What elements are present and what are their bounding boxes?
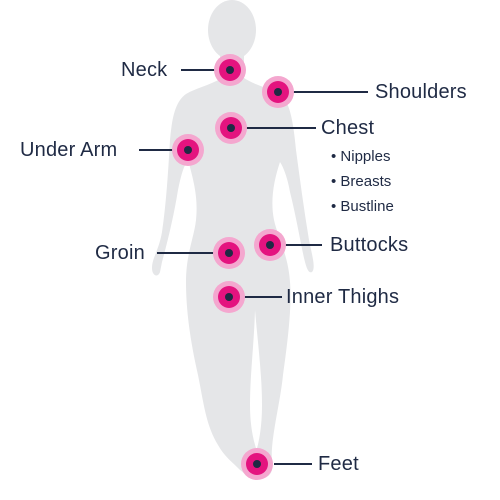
label-inner-thighs: Inner Thighs xyxy=(286,286,400,308)
label-chest: Chest xyxy=(321,117,375,139)
marker-buttocks xyxy=(254,229,286,261)
label-shoulders: Shoulders xyxy=(375,81,467,103)
chest-sub-breasts: • Breasts xyxy=(331,173,392,190)
chest-sub-nipples: • Nipples xyxy=(331,148,391,165)
chest-sub-bustline: • Bustline xyxy=(331,198,394,215)
marker-neck xyxy=(214,54,246,86)
label-neck: Neck xyxy=(121,59,168,81)
label-feet: Feet xyxy=(318,453,359,475)
marker-feet xyxy=(241,448,273,480)
marker-shoulders xyxy=(262,76,294,108)
marker-chest xyxy=(215,112,247,144)
marker-under-arm xyxy=(172,134,204,166)
marker-groin xyxy=(213,237,245,269)
label-under-arm: Under Arm xyxy=(20,139,118,161)
marker-inner-thighs xyxy=(213,281,245,313)
label-groin: Groin xyxy=(95,242,145,264)
label-buttocks: Buttocks xyxy=(330,234,409,256)
